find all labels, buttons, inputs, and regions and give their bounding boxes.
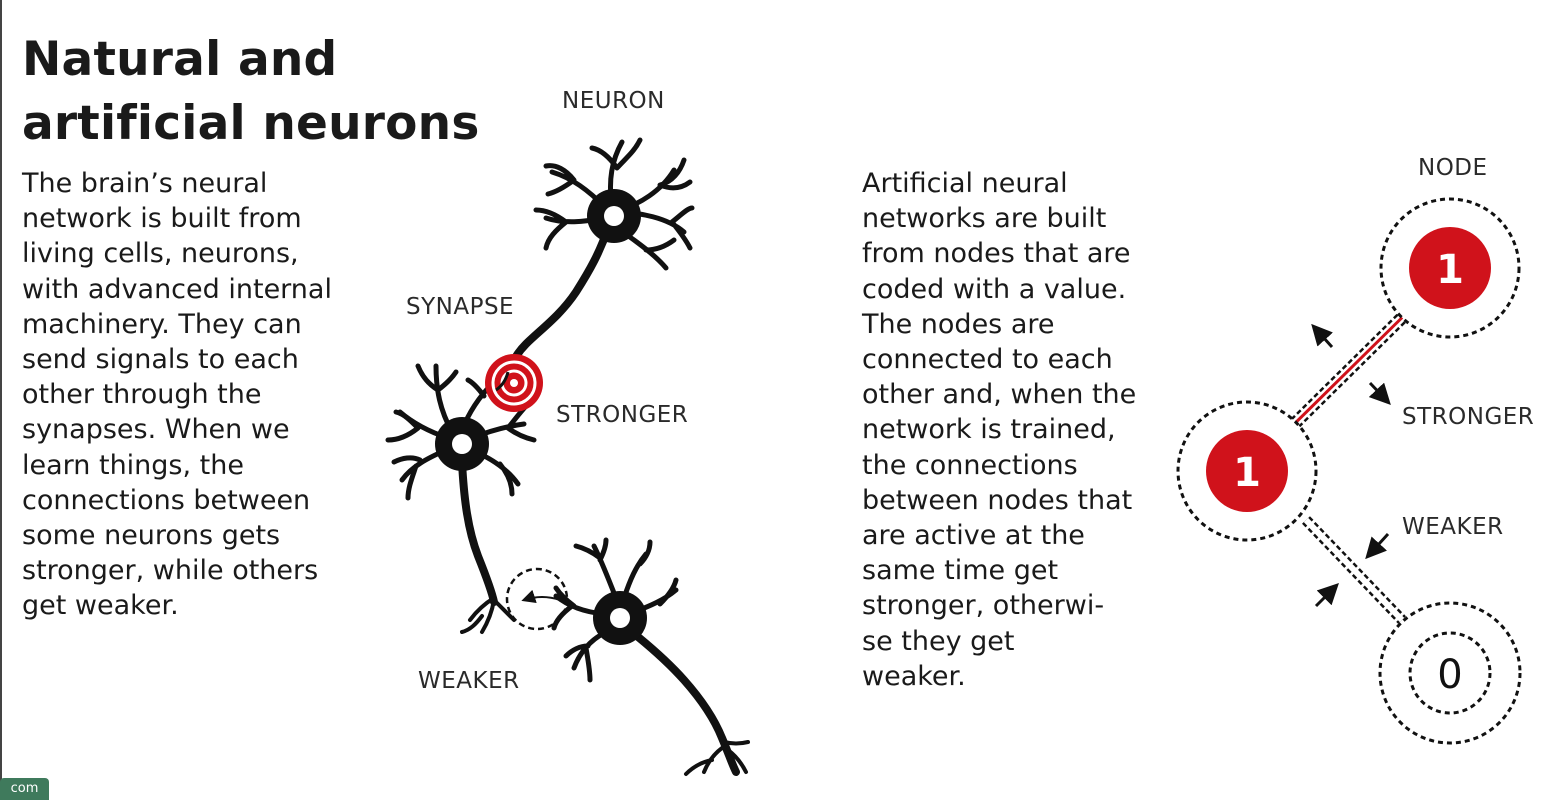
node-top: 1 [1381, 199, 1519, 337]
neuron-top-nucleus [604, 206, 624, 226]
neuron-bottom-illustration [554, 540, 748, 774]
label-weaker-artificial: WEAKER [1402, 514, 1504, 540]
node-middle-value: 1 [1233, 450, 1261, 496]
node-middle: 1 [1178, 402, 1316, 540]
label-node: NODE [1418, 155, 1488, 181]
label-neuron: NEURON [562, 88, 665, 114]
neuron-bottom-nucleus [610, 608, 630, 628]
watermark-badge: com [0, 778, 49, 800]
label-stronger-artificial: STRONGER [1402, 404, 1534, 430]
neuron-middle-nucleus [452, 434, 472, 454]
label-weaker-natural: WEAKER [418, 668, 520, 694]
node-top-value: 1 [1436, 247, 1464, 293]
node-bottom-value: 0 [1437, 652, 1462, 698]
node-bottom: 0 [1380, 603, 1520, 743]
label-stronger-natural: STRONGER [556, 402, 688, 428]
synapse-stronger-marker [485, 354, 543, 412]
neuron-top-illustration [492, 140, 692, 386]
synapse-weaker-marker [507, 569, 567, 629]
label-synapse: SYNAPSE [406, 294, 514, 320]
